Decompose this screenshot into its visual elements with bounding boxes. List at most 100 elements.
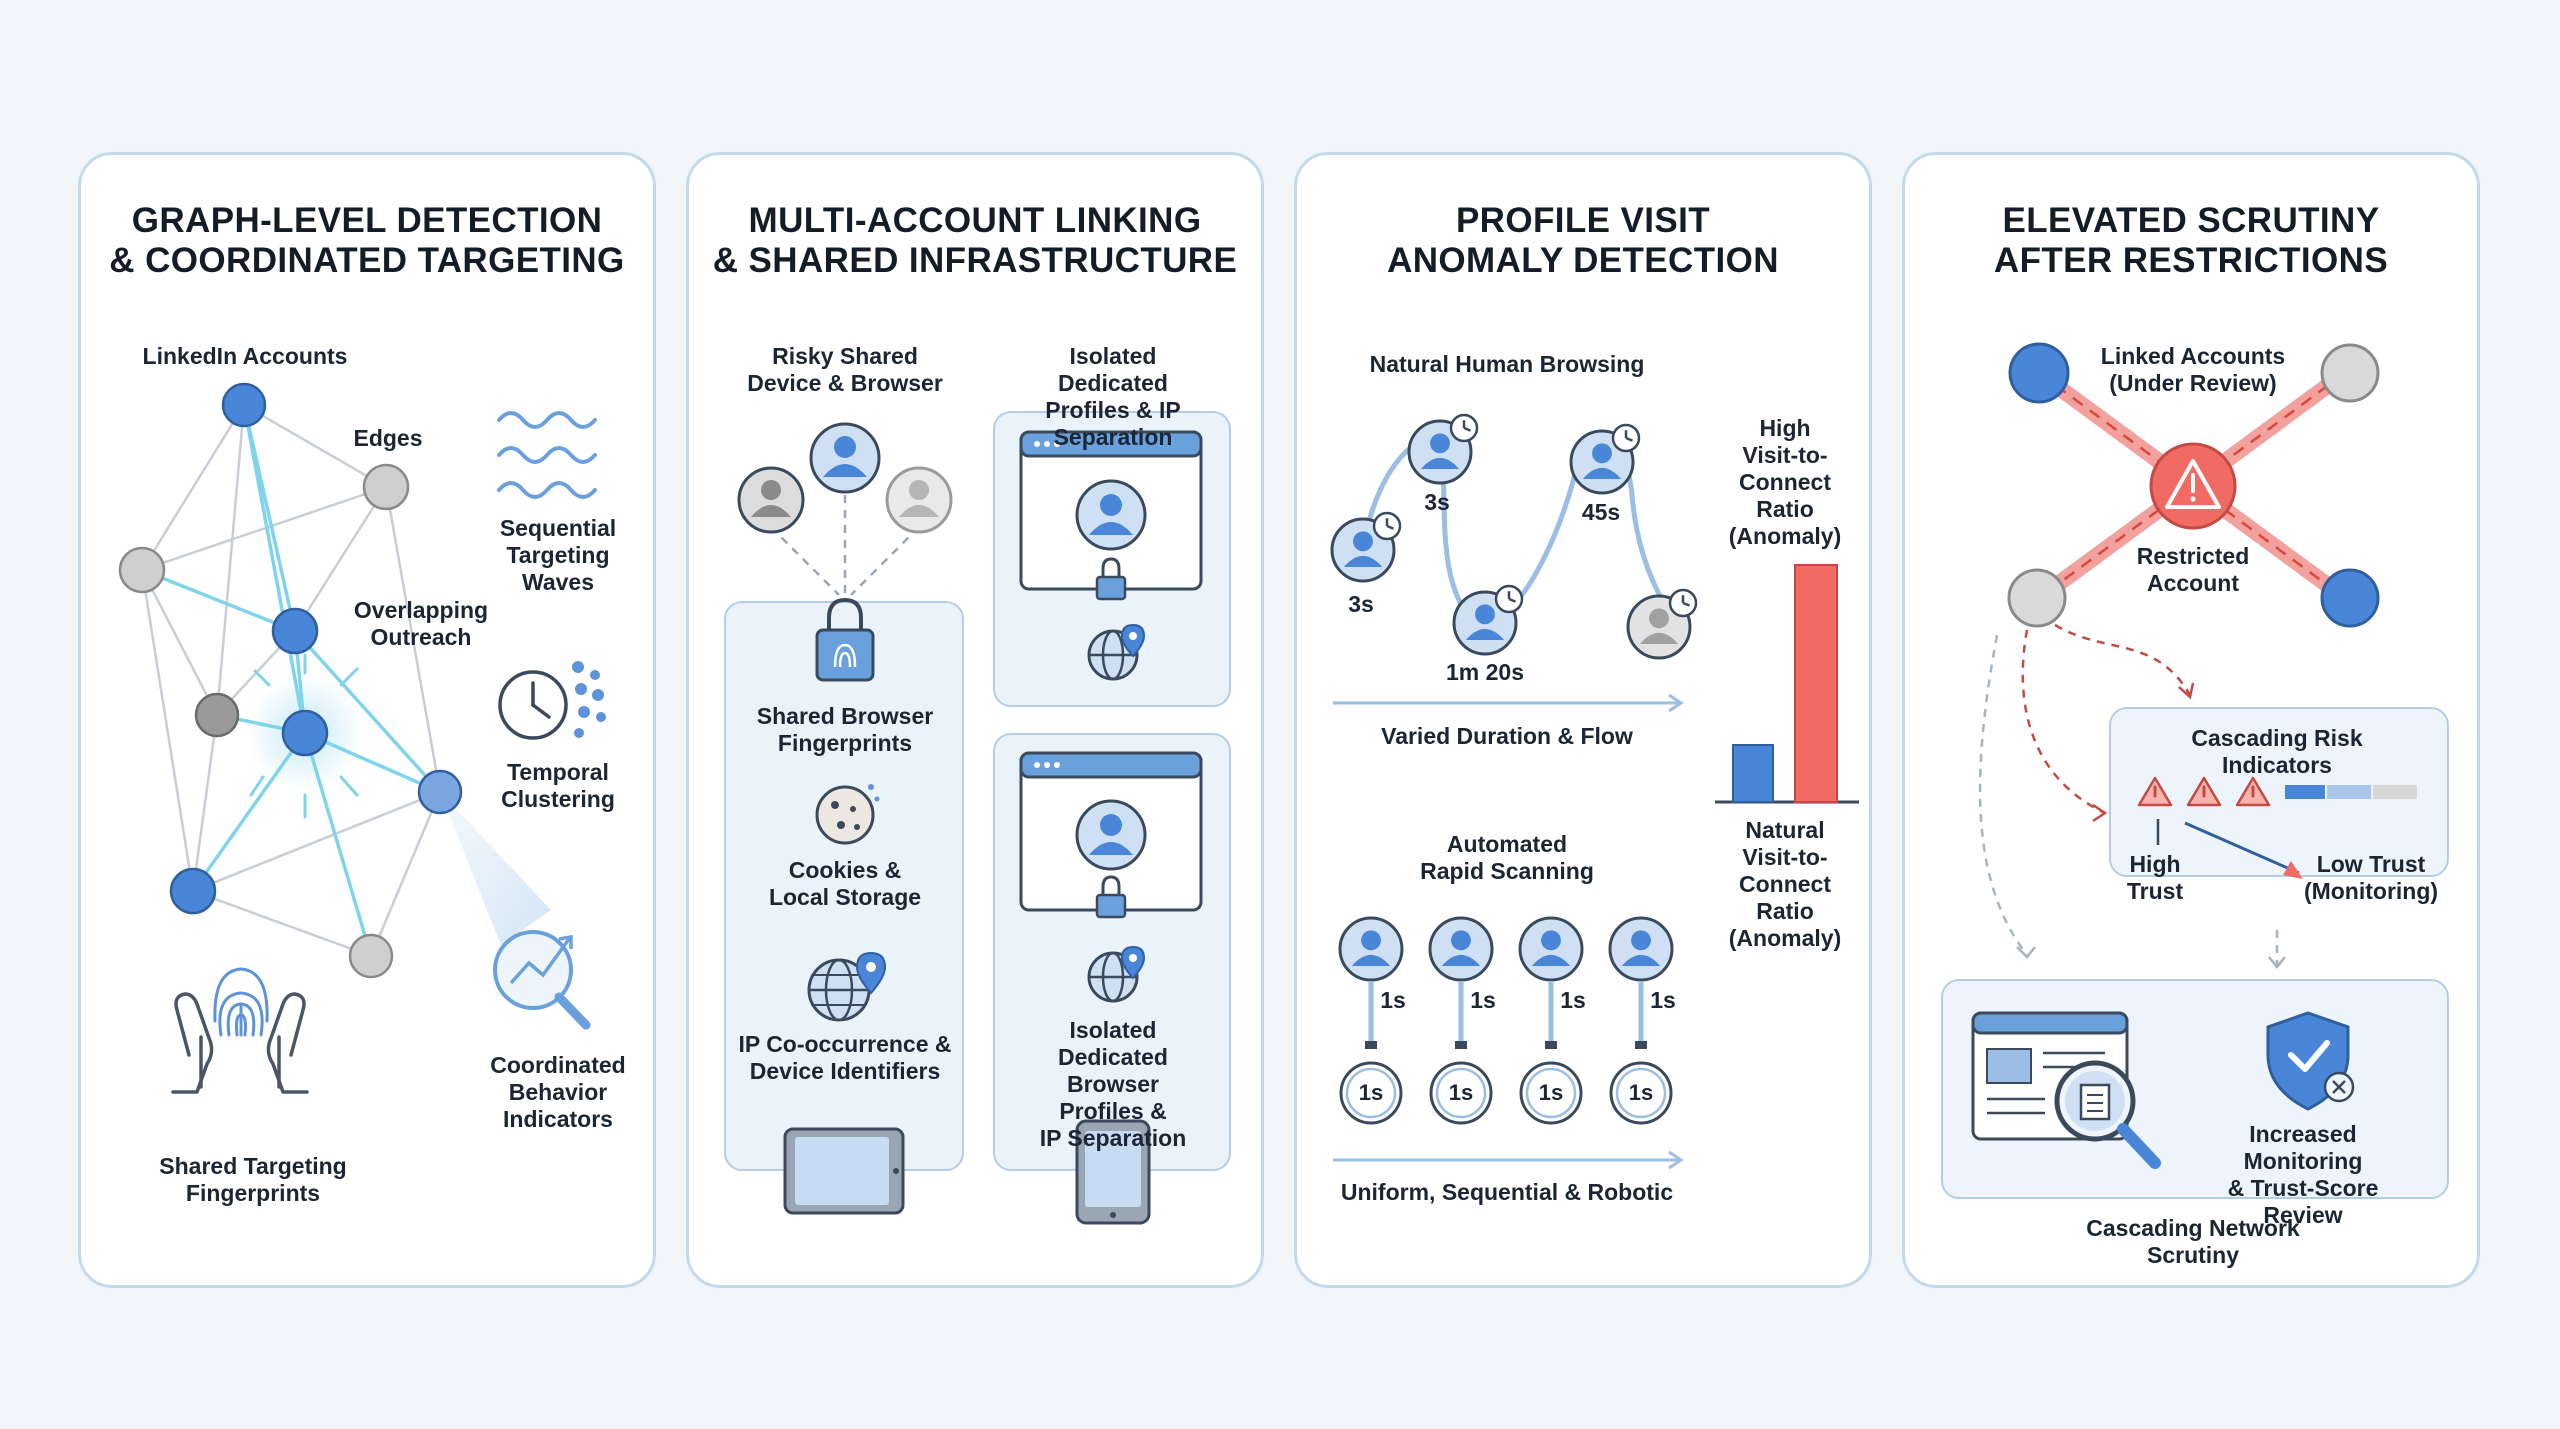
label-varied-duration: Varied Duration & Flow <box>1381 723 1633 749</box>
label-edges: Edges <box>353 425 423 451</box>
globe-pin-icon <box>807 951 887 1022</box>
label-coordinated-behavior: Coordinated Behavior Indicators <box>490 1052 626 1132</box>
trust-score-bar <box>2285 785 2417 799</box>
browser-window-icon-1 <box>1019 430 1203 601</box>
account-nodes <box>2007 342 2380 628</box>
node-gray <box>118 546 166 594</box>
label-risky-shared: Risky Shared Device & Browser <box>747 343 943 396</box>
panel-title: GRAPH-LEVEL DETECTION & COORDINATED TARG… <box>109 201 625 280</box>
clock-icon <box>498 661 606 740</box>
label-cookies: Cookies & Local Storage <box>768 857 922 910</box>
panel-graph-detection: GRAPH-LEVEL DETECTION & COORDINATED TARG… <box>78 152 656 1288</box>
magnifier-chart-icon <box>493 930 591 1030</box>
trust-decline-arrowhead <box>2283 861 2303 879</box>
stopwatch-label: 1s <box>1628 1080 1654 1105</box>
cookie-icon <box>815 784 880 845</box>
cyan-edges <box>141 404 442 957</box>
panel-profile-visit: PROFILE VISIT ANOMALY DETECTION Natural … <box>1294 152 1872 1288</box>
user-avatar-blue <box>1608 916 1674 982</box>
node-hub <box>281 709 329 757</box>
node-light-blue <box>417 769 463 815</box>
label-increased-monitoring: Increased Monitoring & Trust-Score Revie… <box>2227 1121 2379 1228</box>
radiating-ticks <box>249 653 359 819</box>
shared-infra-box <box>724 601 964 1171</box>
cascade-arrows <box>1978 623 2279 965</box>
visit-anomaly-diagram <box>1330 413 1859 1170</box>
label-restricted-account: Restricted Account <box>2136 543 2250 596</box>
label-linked-accounts: Linked Accounts (Under Review) <box>2100 343 2286 396</box>
user-avatar-gray <box>737 466 805 534</box>
bar-natural <box>1732 744 1774 803</box>
bar-high <box>1794 564 1838 803</box>
panel-title: MULTI-ACCOUNT LINKING & SHARED INFRASTRU… <box>712 201 1238 280</box>
label-isolated-browser-profiles: Isolated Dedicated Browser Profiles & IP… <box>1039 1017 1187 1151</box>
label-natural-browsing: Natural Human Browsing <box>1369 351 1645 377</box>
node-blue <box>271 607 319 655</box>
user-avatar-blue <box>1518 916 1584 982</box>
label-interval-1s: 1s <box>1470 987 1496 1013</box>
label-automated-scanning: Automated Rapid Scanning <box>1420 831 1594 884</box>
label-isolated-profiles: Isolated Dedicated Profiles & IP Separat… <box>1045 343 1181 450</box>
document-review-icon <box>1971 1011 2161 1169</box>
node-dark-gray <box>194 692 240 738</box>
user-avatar-blue <box>809 422 881 494</box>
user-avatar-light-gray <box>885 466 953 534</box>
label-sequential-waves: Sequential Targeting Waves <box>499 515 617 595</box>
tablet-icon <box>783 1127 905 1215</box>
shield-check-icon <box>2266 1011 2355 1111</box>
label-shared-fingerprints: Shared Targeting Fingerprints <box>159 1153 347 1206</box>
label-cascading-indicators: Cascading Risk Indicators <box>2191 725 2363 778</box>
cascade-arrowheads <box>2016 682 2286 970</box>
restricted-warning-icon <box>2149 442 2237 530</box>
dashed-connectors <box>770 495 920 596</box>
panel-multi-account: MULTI-ACCOUNT LINKING & SHARED INFRASTRU… <box>686 152 1264 1288</box>
stopwatch-icon <box>1609 1041 1673 1125</box>
user-avatar-blue <box>1428 916 1494 982</box>
label-interval-1s: 1s <box>1560 987 1586 1013</box>
stopwatch-icon <box>1519 1041 1583 1125</box>
label-time-1m20s: 1m 20s <box>1445 659 1525 685</box>
node-blue <box>169 867 217 915</box>
label-high-ratio: High Visit-to- Connect Ratio (Anomaly) <box>1728 415 1842 549</box>
label-browser-fingerprints: Shared Browser Fingerprints <box>756 703 934 756</box>
clock-icon <box>1668 588 1698 618</box>
label-high-trust: High Trust <box>2126 851 2184 904</box>
lock-fingerprint-icon <box>815 597 875 682</box>
label-ip-cooccurrence: IP Co-occurrence & Device Identifiers <box>738 1031 952 1084</box>
node-gray <box>348 933 394 979</box>
fingerprint-icon <box>213 967 269 1037</box>
panel-title: PROFILE VISIT ANOMALY DETECTION <box>1387 201 1779 280</box>
graph-nodes <box>118 382 463 979</box>
stopwatch-label: 1s <box>1358 1080 1384 1105</box>
globe-pin-icon-3 <box>1087 945 1146 1003</box>
label-natural-ratio: Natural Visit-to- Connect Ratio (Anomaly… <box>1728 817 1842 951</box>
stopwatch-icon <box>1339 1041 1403 1125</box>
focus-beam <box>440 792 551 945</box>
label-time-3s: 3s <box>1424 489 1450 515</box>
clock-icon <box>1449 413 1479 443</box>
stopwatch-icon <box>1429 1041 1493 1125</box>
label-time-3s: 3s <box>1348 591 1374 617</box>
label-linkedin-accounts: LinkedIn Accounts <box>142 343 348 369</box>
user-avatar-icons <box>737 422 953 534</box>
node-gray <box>362 463 410 511</box>
phone-icon <box>1075 1119 1151 1225</box>
globe-pin-icon-2 <box>1087 623 1146 681</box>
label-network-scrutiny: Cascading Network Scrutiny <box>2086 1215 2300 1268</box>
timeline-arrows <box>1333 693 1684 1170</box>
browsing-avatars <box>1330 413 1698 660</box>
clock-icon <box>1372 511 1402 541</box>
scrutiny-diagram <box>1971 342 2417 1169</box>
label-interval-1s: 1s <box>1650 987 1676 1013</box>
clock-icon <box>1611 423 1641 453</box>
trust-decline-line <box>2184 821 2300 875</box>
fingerprint-hands-icon <box>171 992 309 1094</box>
waves-icon <box>497 411 597 499</box>
label-time-45s: 45s <box>1581 499 1621 525</box>
label-low-trust: Low Trust (Monitoring) <box>2303 851 2439 904</box>
label-uniform-robotic: Uniform, Sequential & Robotic <box>1340 1179 1674 1205</box>
graph-network-diagram <box>118 382 606 1094</box>
ratio-bar-chart <box>1715 564 1859 804</box>
gray-edges <box>140 403 442 958</box>
